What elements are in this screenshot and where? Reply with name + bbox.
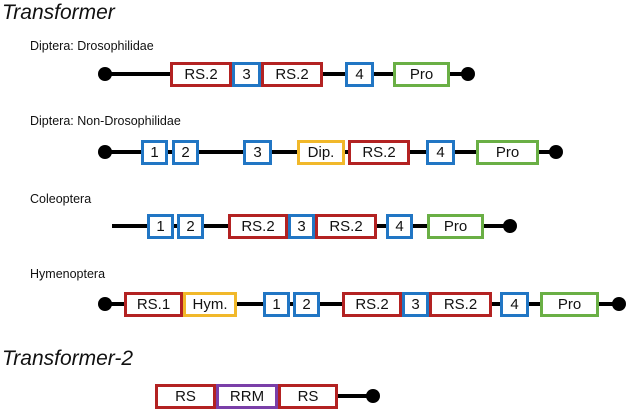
c-terminus-dot <box>612 297 626 311</box>
domain-4: 4 <box>386 214 413 239</box>
group-label-hymenoptera: Hymenoptera <box>30 267 106 281</box>
n-terminus-dot <box>98 297 112 311</box>
domain-rs1: RS.1 <box>124 292 183 317</box>
domain-3: 3 <box>402 292 429 317</box>
domain-pro: Pro <box>540 292 599 317</box>
c-terminus-dot <box>366 389 380 403</box>
group-label-coleoptera: Coleoptera <box>30 192 92 206</box>
section-title-transformer: Transformer <box>2 1 115 24</box>
domain-1: 1 <box>263 292 290 317</box>
domain-rs2: RS.2 <box>315 214 377 239</box>
domain-2: 2 <box>172 140 199 165</box>
domain-rs2: RS.2 <box>261 62 323 87</box>
domain-3: 3 <box>288 214 315 239</box>
domain-pro: Pro <box>427 214 484 239</box>
domain-2: 2 <box>177 214 204 239</box>
n-terminus-dot <box>98 145 112 159</box>
domain-1: 1 <box>147 214 174 239</box>
domain-rs2: RS.2 <box>342 292 402 317</box>
domain-rs2: RS.2 <box>429 292 492 317</box>
c-terminus-dot <box>461 67 475 81</box>
n-terminus-dot <box>98 67 112 81</box>
domain-rs2: RS.2 <box>228 214 288 239</box>
domain-4: 4 <box>500 292 529 317</box>
domain-1: 1 <box>141 140 168 165</box>
section-title-transformer-2: Transformer-2 <box>2 347 134 370</box>
domain-3: 3 <box>243 140 272 165</box>
c-terminus-dot <box>503 219 517 233</box>
domain-rrm: RRM <box>216 384 278 409</box>
domain-rs: RS <box>155 384 216 409</box>
domain-4: 4 <box>426 140 455 165</box>
domain-dip: Dip. <box>297 140 345 165</box>
c-terminus-dot <box>549 145 563 159</box>
domain-2: 2 <box>293 292 320 317</box>
group-label-drosophilidae: Diptera: Drosophilidae <box>30 39 154 53</box>
domain-4: 4 <box>345 62 374 87</box>
domain-rs2: RS.2 <box>348 140 410 165</box>
domain-3: 3 <box>232 62 261 87</box>
domain-hym: Hym. <box>183 292 237 317</box>
domain-rs: RS <box>278 384 338 409</box>
domain-pro: Pro <box>393 62 450 87</box>
domain-rs2: RS.2 <box>170 62 232 87</box>
group-label-non-drosophilidae: Diptera: Non-Drosophilidae <box>30 114 181 128</box>
domain-pro: Pro <box>476 140 539 165</box>
